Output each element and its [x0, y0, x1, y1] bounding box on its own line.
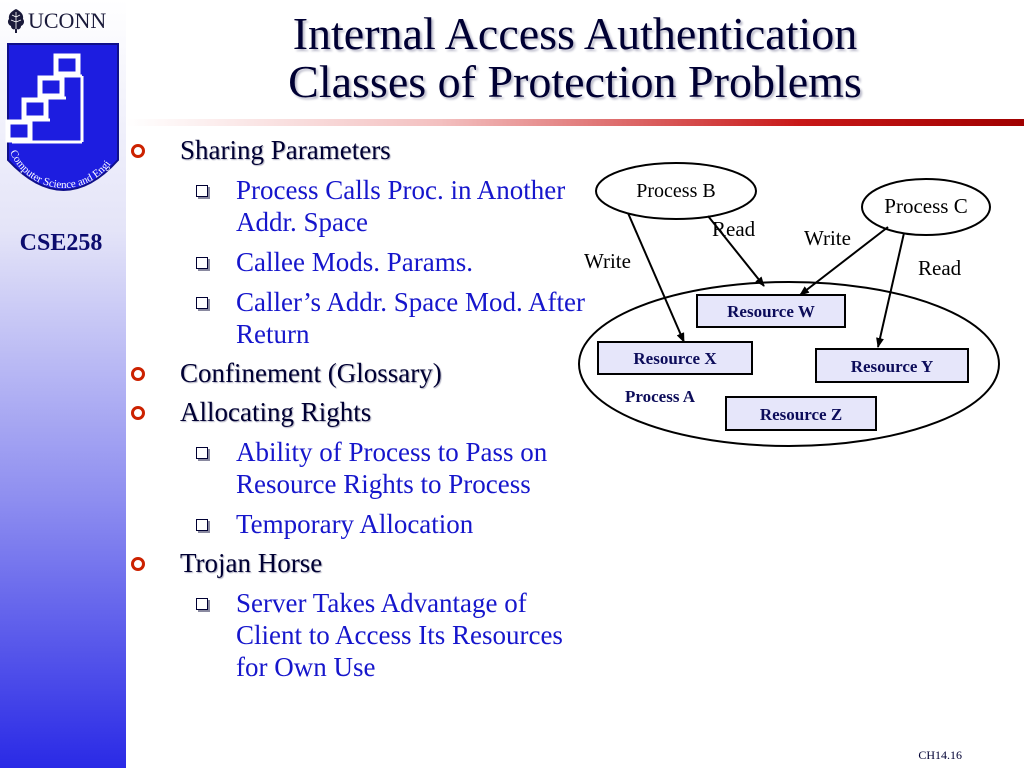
process-b-label: Process B: [636, 180, 715, 202]
page-title: Internal Access Authentication Classes o…: [200, 10, 950, 106]
process-c-node: [861, 178, 991, 236]
slide-number: CH14.16: [918, 748, 962, 762]
process-a-label: Process A: [625, 387, 696, 406]
hollow-square-bullet-icon: [196, 257, 208, 269]
resource-y-label: Resource Y: [851, 357, 934, 376]
hollow-circle-bullet-icon: [131, 406, 145, 420]
section-allocating-rights: Allocating Rights: [130, 397, 590, 428]
hollow-circle-bullet-icon: [131, 144, 145, 158]
resource-x-label: Resource X: [633, 349, 717, 368]
resource-z-box: [725, 396, 877, 431]
label-read-c: Read: [918, 256, 962, 280]
process-c-label: Process C: [884, 194, 967, 218]
logo-wordmark: UCONN: [28, 8, 107, 33]
list-item: Ability of Process to Pass on Resource R…: [130, 436, 590, 500]
hollow-square-bullet-icon: [196, 447, 208, 459]
process-b-node: [595, 162, 757, 220]
label-read-b: Read: [712, 217, 756, 241]
uconn-logo: UCONN: [6, 6, 122, 36]
sidebar: UCONN Computer Science and Engineering C…: [0, 0, 126, 768]
networked-computers-icon: Computer Science and Engineering: [0, 42, 119, 191]
access-diagram: Process B Process C Write Read Write Rea…: [578, 162, 1000, 447]
label-write-b: Write: [584, 249, 631, 273]
resource-w-box: [696, 294, 846, 328]
section-sharing-parameters: Sharing Parameters: [130, 135, 590, 166]
list-item: Temporary Allocation: [130, 508, 590, 540]
hollow-square-bullet-icon: [196, 598, 208, 610]
hollow-square-bullet-icon: [196, 297, 208, 309]
arrow-c-read-y: [876, 232, 905, 348]
list-item: Server Takes Advantage of Client to Acce…: [130, 587, 590, 683]
resource-w-label: Resource W: [727, 302, 815, 321]
arrow-b-write-x: [627, 212, 685, 343]
section-trojan-horse: Trojan Horse: [130, 548, 590, 579]
resource-x-box: [597, 341, 753, 375]
oak-leaf-icon: [7, 9, 25, 33]
hollow-circle-bullet-icon: [131, 367, 145, 381]
arrow-c-write-w: [799, 226, 889, 296]
list-item: Callee Mods. Params.: [130, 246, 590, 278]
section-confinement: Confinement (Glossary): [130, 358, 590, 389]
hollow-square-bullet-icon: [196, 185, 208, 197]
process-a-boundary: [578, 281, 1000, 447]
list-item: Process Calls Proc. in Another Addr. Spa…: [130, 174, 590, 238]
title-divider: [126, 119, 1024, 126]
title-line-1: Internal Access Authentication: [292, 8, 858, 59]
resource-y-box: [815, 348, 969, 383]
arrow-b-read-w: [707, 215, 765, 287]
bullet-list: Sharing Parameters Process Calls Proc. i…: [130, 135, 590, 691]
list-item: Caller’s Addr. Space Mod. After Return: [130, 286, 590, 350]
hollow-square-bullet-icon: [196, 519, 208, 531]
label-write-c: Write: [804, 226, 851, 250]
resource-z-label: Resource Z: [760, 405, 842, 424]
course-code: CSE258: [19, 230, 103, 256]
title-line-2: Classes of Protection Problems: [288, 56, 862, 107]
hollow-circle-bullet-icon: [131, 557, 145, 571]
